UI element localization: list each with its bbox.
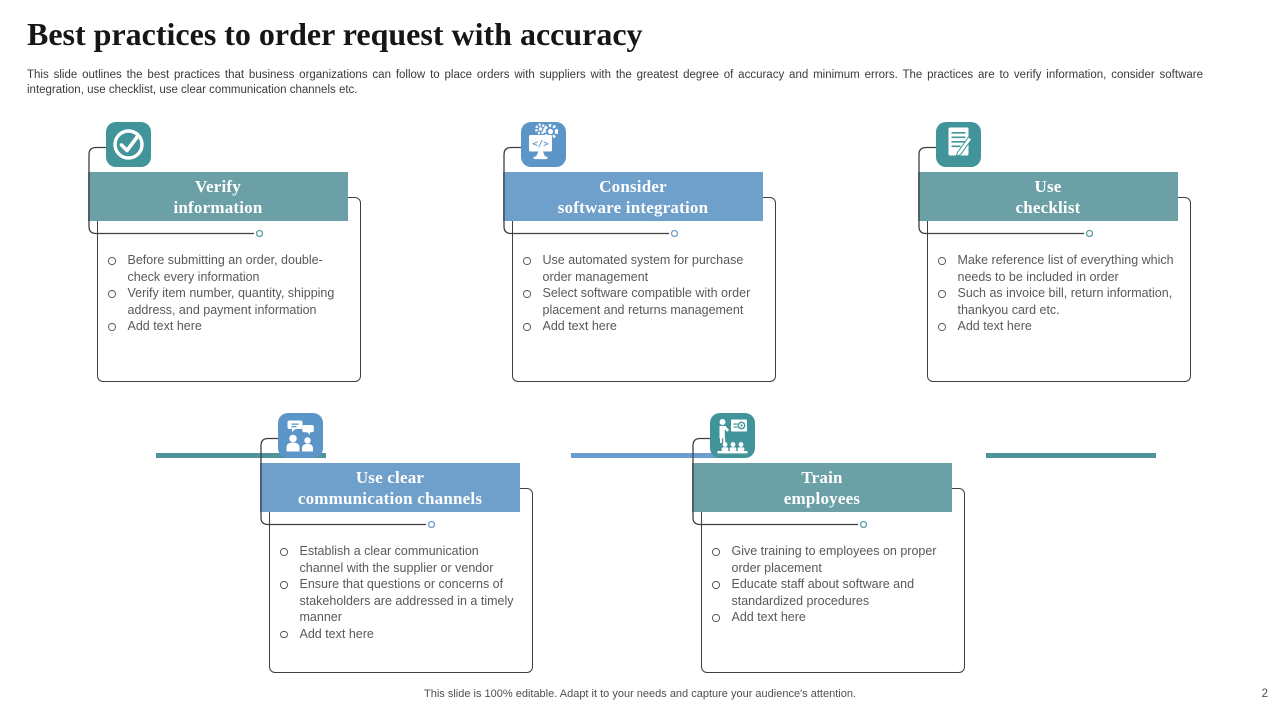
connector-line: [918, 146, 1094, 238]
connector-node: [427, 520, 436, 529]
card-header: Consider software integration: [503, 172, 763, 221]
bullet-list: Before submitting an order, double-check…: [108, 252, 352, 335]
bullet-marker: [108, 323, 116, 331]
card-body: Establish a clear communication channel …: [269, 488, 533, 673]
code-glyph: </>: [532, 140, 549, 150]
header-line: communication channels: [297, 489, 483, 508]
card-body: Use automated system for purchase order …: [512, 197, 776, 458]
connector-node: [1085, 229, 1094, 238]
bullet-text: Establish a clear communication channel …: [299, 544, 494, 575]
card-train-employees: Give training to employees on proper ord…: [692, 413, 966, 677]
bullet-item: Verify item number, quantity, shipping a…: [108, 285, 352, 318]
connector-node: [255, 229, 264, 238]
card-use-checklist: Make reference list of everything which …: [918, 122, 1192, 458]
bullet-item: Give training to employees on proper ord…: [712, 543, 956, 576]
header-line: software integration: [557, 198, 709, 217]
card-header: Train employees: [692, 463, 952, 512]
training-icon: [710, 413, 755, 458]
bullet-marker: [938, 323, 946, 331]
header-line: checklist: [1015, 198, 1081, 217]
bullet-list: Make reference list of everything which …: [938, 252, 1182, 335]
bullet-text: Add text here: [299, 626, 374, 641]
bullet-text: Verify item number, quantity, shipping a…: [127, 286, 335, 317]
header-line: Use: [1034, 177, 1062, 196]
bullet-text: Such as invoice bill, return information…: [957, 286, 1173, 317]
bullet-marker: [523, 257, 531, 265]
header-line: Use clear: [355, 468, 425, 487]
bullet-marker: [712, 548, 720, 556]
bullet-list: Establish a clear communication channel …: [280, 543, 524, 642]
bullet-text: Educate staff about software and standar…: [731, 577, 915, 608]
footer-note: This slide is 100% editable. Adapt it to…: [424, 688, 856, 700]
card-consider-software-integration: Use automated system for purchase order …: [503, 122, 777, 458]
card-body: Give training to employees on proper ord…: [701, 488, 965, 673]
bullet-text: Make reference list of everything which …: [957, 253, 1174, 284]
bullet-marker: [938, 257, 946, 265]
bullet-marker: [280, 581, 288, 589]
card-body: Make reference list of everything which …: [927, 197, 1191, 458]
bullet-text: Add text here: [957, 319, 1032, 333]
card-header: Verify information: [88, 172, 348, 221]
header-line: Consider: [599, 177, 667, 196]
bullet-text: Add text here: [127, 319, 202, 333]
bullet-marker: [523, 290, 531, 298]
header-line: Train: [801, 468, 843, 487]
communication-icon: [278, 413, 323, 458]
bullet-list: Use automated system for purchase order …: [523, 252, 767, 335]
page-title: Best practices to order request with acc…: [27, 16, 643, 52]
connector-node: [670, 229, 679, 238]
bullet-item: Ensure that questions or concerns of sta…: [280, 576, 524, 626]
card-verify-information: Before submitting an order, double-check…: [88, 122, 362, 458]
connector-line: [692, 437, 868, 529]
bullet-item: Add text here: [108, 318, 352, 335]
connector-line: [503, 146, 679, 238]
card-header: Use checklist: [918, 172, 1178, 221]
slide-description: This slide outlines the best practices t…: [27, 69, 1203, 96]
bullet-item: Such as invoice bill, return information…: [938, 285, 1182, 318]
connector-node: [859, 520, 868, 529]
accent-bar: [156, 453, 326, 458]
bullet-text: Add text here: [731, 610, 806, 624]
card-header: Use clear communication channels: [260, 463, 520, 512]
accent-bar: [571, 453, 741, 458]
bullet-text: Give training to employees on proper ord…: [731, 544, 937, 575]
bullet-marker: [712, 581, 720, 589]
bullet-item: Add text here: [712, 609, 956, 626]
bullet-item: Select software compatible with order pl…: [523, 285, 767, 318]
bullet-text: Select software compatible with order pl…: [542, 286, 751, 317]
bullet-item: Add text here: [280, 626, 524, 643]
bullet-item: Establish a clear communication channel …: [280, 543, 524, 576]
bullet-text: Ensure that questions or concerns of sta…: [299, 577, 514, 624]
bullet-text: Before submitting an order, double-check…: [127, 253, 323, 284]
header-line: employees: [783, 489, 861, 508]
check-icon: [106, 122, 151, 167]
bullet-item: Add text here: [523, 318, 767, 335]
bullet-list: Give training to employees on proper ord…: [712, 543, 956, 626]
bullet-marker: [280, 630, 288, 638]
header-line: information: [173, 198, 263, 217]
bullet-marker: [712, 614, 720, 622]
bullet-marker: [280, 548, 288, 556]
checklist-icon: [936, 122, 981, 167]
bullet-marker: [938, 290, 946, 298]
page-number: 2: [1261, 688, 1268, 700]
bullet-item: Educate staff about software and standar…: [712, 576, 956, 609]
accent-bar: [986, 453, 1156, 458]
connector-line: [88, 146, 264, 238]
card-body: Before submitting an order, double-check…: [97, 197, 361, 458]
bullet-item: Make reference list of everything which …: [938, 252, 1182, 285]
bullet-item: Use automated system for purchase order …: [523, 252, 767, 285]
connector-line: [260, 437, 436, 529]
card-use-clear-communication-channels: Establish a clear communication channel …: [260, 413, 534, 677]
bullet-marker: [108, 257, 116, 265]
bullet-marker: [108, 290, 116, 298]
bullet-item: Before submitting an order, double-check…: [108, 252, 352, 285]
bullet-item: Add text here: [938, 318, 1182, 335]
bullet-marker: [523, 323, 531, 331]
bullet-text: Use automated system for purchase order …: [542, 253, 744, 284]
bullet-text: Add text here: [542, 319, 617, 333]
header-line: Verify: [195, 177, 241, 196]
software-integration-icon: </>: [521, 122, 566, 167]
